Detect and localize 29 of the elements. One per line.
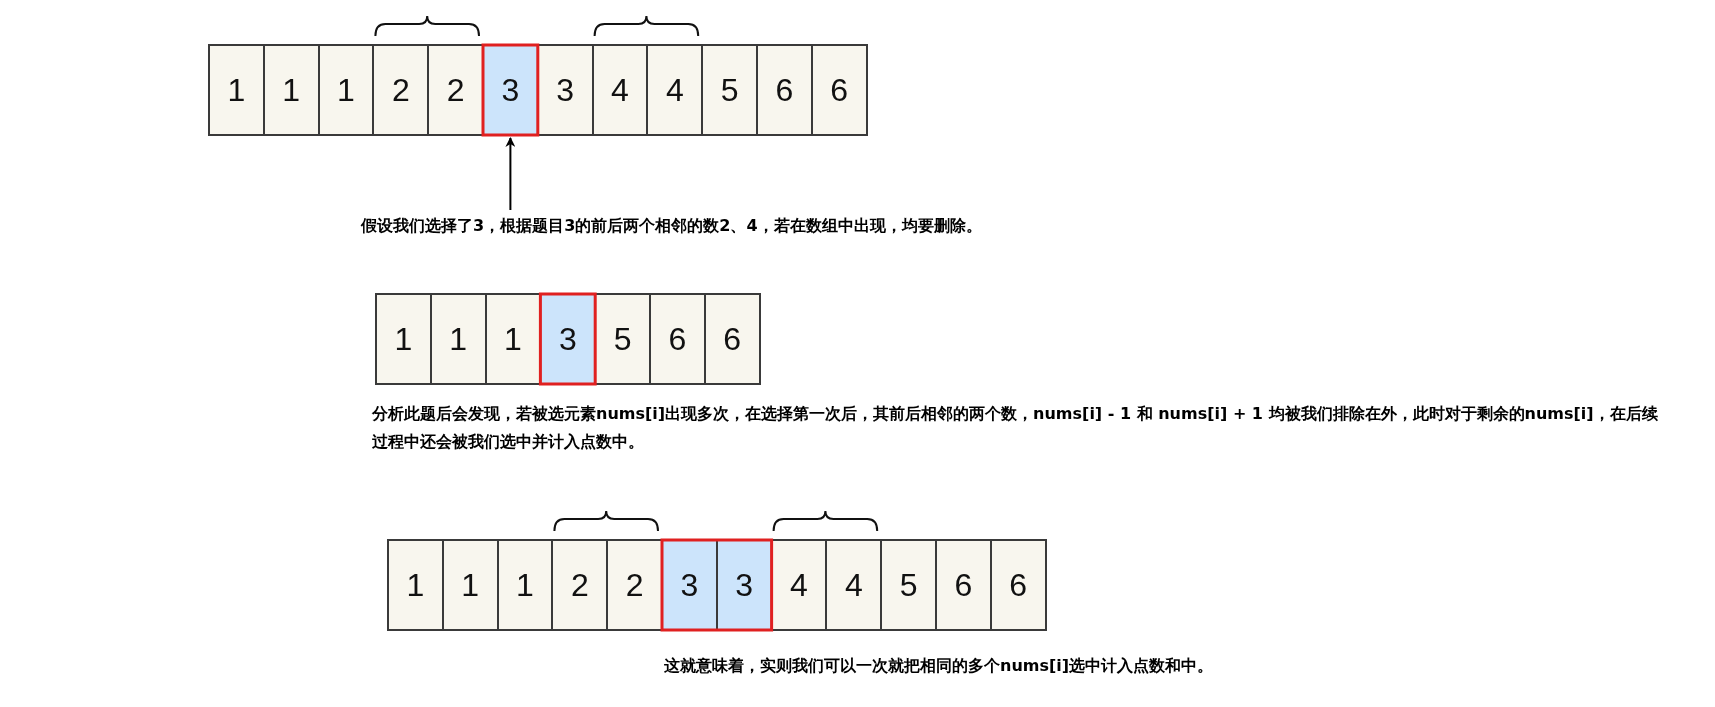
array-cell: 1 [375, 293, 432, 385]
array-cell: 5 [594, 293, 651, 385]
array-cell: 6 [703, 293, 761, 385]
array-cell: 4 [825, 539, 883, 631]
array-cell: 4 [646, 44, 704, 136]
array-cell: 1 [484, 293, 542, 385]
array-cell: 2 [372, 44, 430, 136]
array-cell: 2 [427, 44, 484, 136]
array-cell: 5 [880, 539, 937, 631]
array-cell: 1 [262, 44, 320, 136]
array-cell: 2 [551, 539, 609, 631]
array-cell: 1 [208, 44, 265, 136]
array-cell: 1 [441, 539, 499, 631]
array-cell: 4 [591, 44, 649, 136]
array-cell: 1 [317, 44, 375, 136]
array-cell: 6 [756, 44, 813, 136]
array-cell: 6 [989, 539, 1047, 631]
array-cell: 1 [496, 539, 554, 631]
arrow [505, 137, 516, 211]
array-cell: 6 [935, 539, 992, 631]
array-cell: 6 [649, 293, 706, 385]
array-cell: 1 [429, 293, 487, 385]
array-cell: 1 [387, 539, 444, 631]
annotation-text: 假设我们选择了3，根据题目3的前后两个相邻的数2、4，若在数组中出现，均要删除。 [361, 212, 982, 240]
array-cell: 5 [701, 44, 758, 136]
array-cell: 6 [810, 44, 868, 136]
note-text: 这就意味着，实则我们可以一次就把相同的多个nums[i]选中计入点数和中。 [664, 655, 1214, 677]
note-text: 分析此题后会发现，若被选元素nums[i]出现多次，在选择第一次后，其前后相邻的两个数，nums[i] - 1 和 nums[i] + 1 均被我们排除在外，此时对于剩余的nums[i]，在后续过程中还会被我们选中并计入点数中。 [372, 403, 1659, 453]
array-cell: 2 [606, 539, 663, 631]
